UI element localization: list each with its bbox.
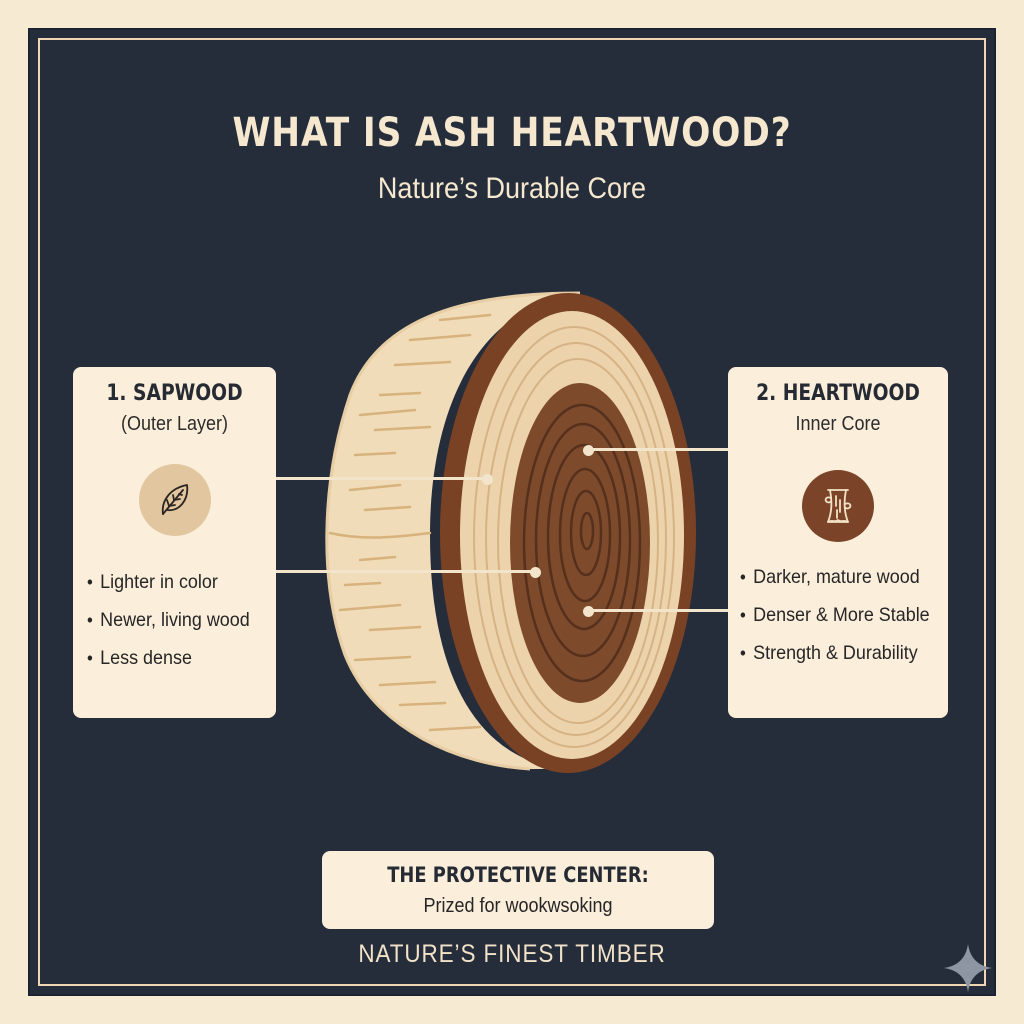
heartwood-heading: 2. HEARTWOOD	[756, 381, 920, 406]
leaf-icon	[139, 464, 211, 536]
connector-sapwood-1	[276, 477, 487, 480]
bullet-item: Newer, living wood	[87, 601, 250, 639]
connector-dot	[583, 445, 594, 456]
bullet-item: Less dense	[87, 639, 250, 677]
bullet-item: Denser & More Stable	[740, 596, 929, 634]
heartwood-bullets: Darker, mature wood Denser & More Stable…	[740, 558, 946, 672]
heartwood-subheading: Inner Core	[795, 413, 881, 435]
connector-heartwood-1	[588, 448, 728, 451]
connector-sapwood-2	[276, 570, 535, 573]
sapwood-heading: 1. SAPWOOD	[106, 381, 243, 406]
sparkle-icon	[944, 944, 992, 992]
tagline: NATURE’S FINEST TIMBER	[358, 940, 666, 968]
log-illustration	[320, 285, 700, 775]
sapwood-card: 1. SAPWOOD (Outer Layer) Lighter in colo…	[73, 367, 276, 718]
connector-dot	[583, 606, 594, 617]
page-title: WHAT IS ASH HEARTWOOD?	[232, 110, 792, 156]
page-subtitle: Nature’s Durable Core	[377, 172, 647, 205]
tree-trunk-icon	[802, 470, 874, 542]
connector-dot	[530, 567, 541, 578]
sapwood-bullets: Lighter in color Newer, living wood Less…	[87, 563, 264, 677]
connector-heartwood-2	[588, 609, 728, 612]
sapwood-subheading: (Outer Layer)	[120, 413, 229, 435]
heartwood-card: 2. HEARTWOOD Inner Core Darker, mature w…	[728, 367, 948, 718]
bullet-item: Lighter in color	[87, 563, 250, 601]
bullet-item: Darker, mature wood	[740, 558, 930, 596]
protective-center-box: THE PROTECTIVE CENTER: Prized for wookws…	[322, 851, 714, 929]
bullet-item: Strength & Durability	[740, 634, 930, 672]
connector-dot	[482, 474, 493, 485]
box-title: THE PROTECTIVE CENTER:	[387, 863, 649, 887]
box-text: Prized for wookwsoking	[423, 895, 613, 917]
panel-border	[38, 38, 986, 986]
